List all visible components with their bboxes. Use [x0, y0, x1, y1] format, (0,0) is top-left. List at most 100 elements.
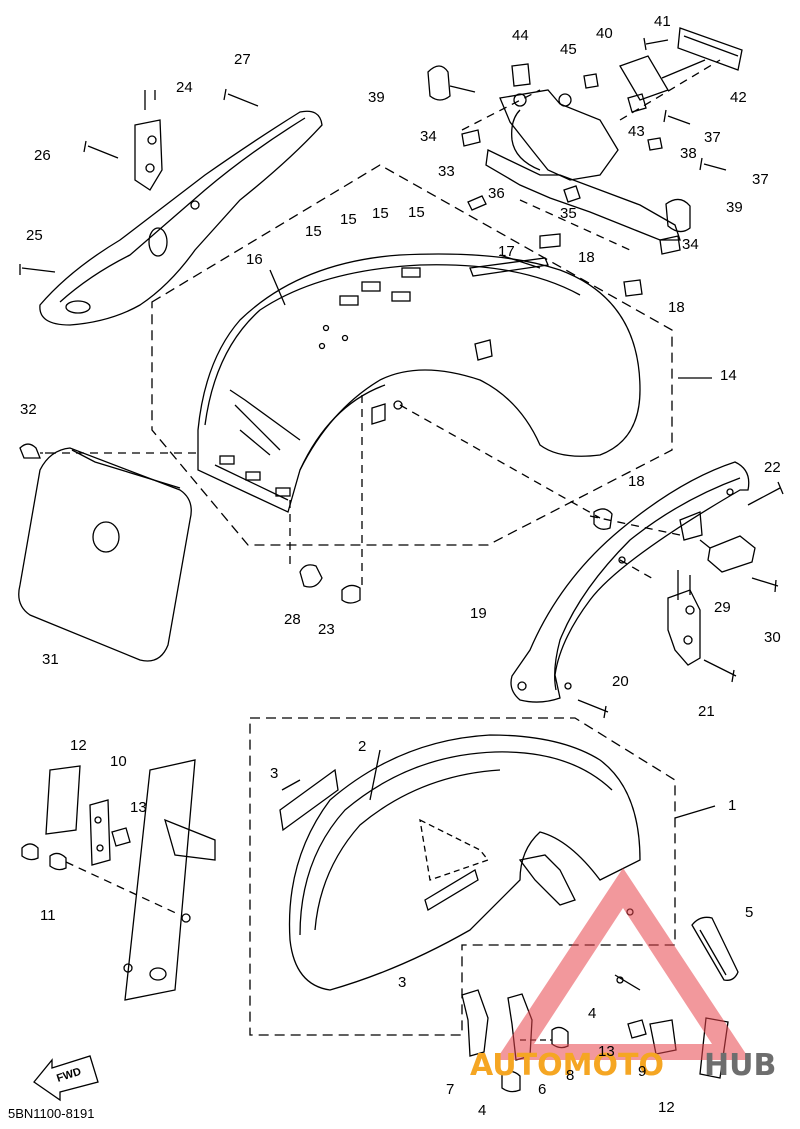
washer-11 — [49, 852, 67, 871]
nut-45 — [583, 73, 599, 89]
callout-16: 16 — [246, 251, 263, 268]
front-fender-2 — [288, 734, 641, 991]
callout-42: 42 — [730, 89, 747, 106]
callout-12a: 12 — [70, 737, 87, 754]
callout-37a: 37 — [704, 129, 721, 146]
callout-41: 41 — [654, 13, 671, 30]
callout-32: 32 — [20, 401, 37, 418]
callout-31: 31 — [42, 651, 59, 668]
nut-35 — [563, 185, 581, 203]
callout-24: 24 — [176, 79, 193, 96]
callout-44: 44 — [512, 27, 529, 44]
callout-26: 26 — [34, 147, 51, 164]
screw-37a — [663, 109, 691, 125]
fwd-arrow-icon — [33, 1055, 99, 1102]
fender-slot-15b — [361, 281, 381, 292]
callout-29: 29 — [714, 599, 731, 616]
callout-labels: 1 2 3 3 4 4 5 6 7 8 9 10 11 12 12 13 13 … — [8, 13, 781, 1121]
callout-38: 38 — [680, 145, 697, 162]
pin-44 — [511, 63, 531, 87]
callout-20: 20 — [612, 673, 629, 690]
callout-13a: 13 — [130, 799, 147, 816]
callout-23: 23 — [318, 621, 335, 638]
upper-assembly-dashed-box — [151, 164, 673, 546]
fender-slot-15c — [391, 291, 411, 302]
callout-40: 40 — [596, 25, 613, 42]
watermark: AUTOMOTO HUB — [470, 868, 776, 1083]
bracket-36 — [499, 89, 619, 181]
callout-3b: 3 — [398, 974, 406, 991]
bolt-11 — [21, 843, 39, 861]
side-rail-19 — [510, 461, 750, 703]
callout-11: 11 — [40, 907, 56, 924]
reflector-29 — [707, 535, 756, 573]
front-fork — [124, 759, 196, 1001]
bolt-30 — [751, 577, 779, 593]
grab-bar-24 — [39, 110, 323, 326]
collar-34a — [461, 129, 481, 147]
callout-43: 43 — [628, 123, 645, 140]
callout-15c: 15 — [372, 205, 389, 222]
clip-33 — [467, 195, 487, 211]
callout-39a: 39 — [368, 89, 385, 106]
callout-14: 14 — [720, 367, 737, 384]
screw-41 — [643, 37, 669, 51]
callout-15b: 15 — [340, 211, 357, 228]
bracket-12-left — [45, 765, 81, 835]
callout-39b: 39 — [726, 199, 743, 216]
cushion-39b — [665, 198, 691, 233]
callout-36: 36 — [488, 185, 505, 202]
fender-slot-15a — [339, 295, 359, 306]
callout-33: 33 — [438, 163, 455, 180]
washer-38 — [647, 137, 663, 151]
rear-fender-16-inner — [204, 264, 581, 426]
callout-18c: 18 — [628, 473, 645, 490]
callout-37b: 37 — [752, 171, 769, 188]
bolt-26 — [83, 140, 119, 159]
bolt-27 — [223, 88, 259, 107]
bolt-20 — [577, 699, 609, 719]
grab-bar-24-inner — [59, 117, 306, 303]
bolt-21 — [703, 659, 737, 683]
reflector-5 — [691, 916, 739, 981]
bolt-4-lower — [501, 1070, 521, 1093]
bolt-22 — [747, 481, 784, 506]
screw-37b — [699, 157, 727, 171]
watermark-triangle — [496, 868, 750, 1060]
callout-5: 5 — [745, 904, 753, 921]
plate-31 — [18, 447, 192, 662]
callout-30: 30 — [764, 629, 781, 646]
callout-34b: 34 — [682, 236, 699, 253]
nut-13-left — [111, 827, 131, 847]
callout-34a: 34 — [420, 128, 437, 145]
callout-12b: 12 — [658, 1099, 675, 1116]
watermark-part1: AUTOMOTO — [470, 1048, 664, 1083]
callout-17: 17 — [498, 243, 515, 260]
nut-13-right — [627, 1019, 647, 1039]
nut-28 — [299, 564, 323, 588]
callout-45: 45 — [560, 41, 577, 58]
callout-25: 25 — [26, 227, 43, 244]
callout-27: 27 — [234, 51, 251, 68]
callout-18a: 18 — [578, 249, 595, 266]
callout-6: 6 — [538, 1081, 546, 1098]
decal-3a — [279, 768, 339, 832]
callout-28: 28 — [284, 611, 301, 628]
callout-2: 2 — [358, 738, 366, 755]
callout-8: 8 — [566, 1067, 574, 1084]
callout-35: 35 — [560, 205, 577, 222]
screw-32 — [19, 443, 41, 459]
callout-13b: 13 — [598, 1043, 615, 1060]
rear-fender-16 — [197, 253, 641, 513]
decal-3b — [424, 869, 479, 911]
grab-bar-bracket-24 — [134, 119, 163, 191]
grommet-18a — [539, 233, 561, 249]
bracket-10-11 — [89, 799, 111, 866]
watermark-part2: HUB — [704, 1048, 776, 1083]
cushion-39a — [427, 65, 451, 101]
bolt-25 — [19, 264, 56, 275]
light-42 — [677, 27, 743, 71]
callout-15d: 15 — [408, 204, 425, 221]
callout-4b: 4 — [478, 1102, 486, 1119]
